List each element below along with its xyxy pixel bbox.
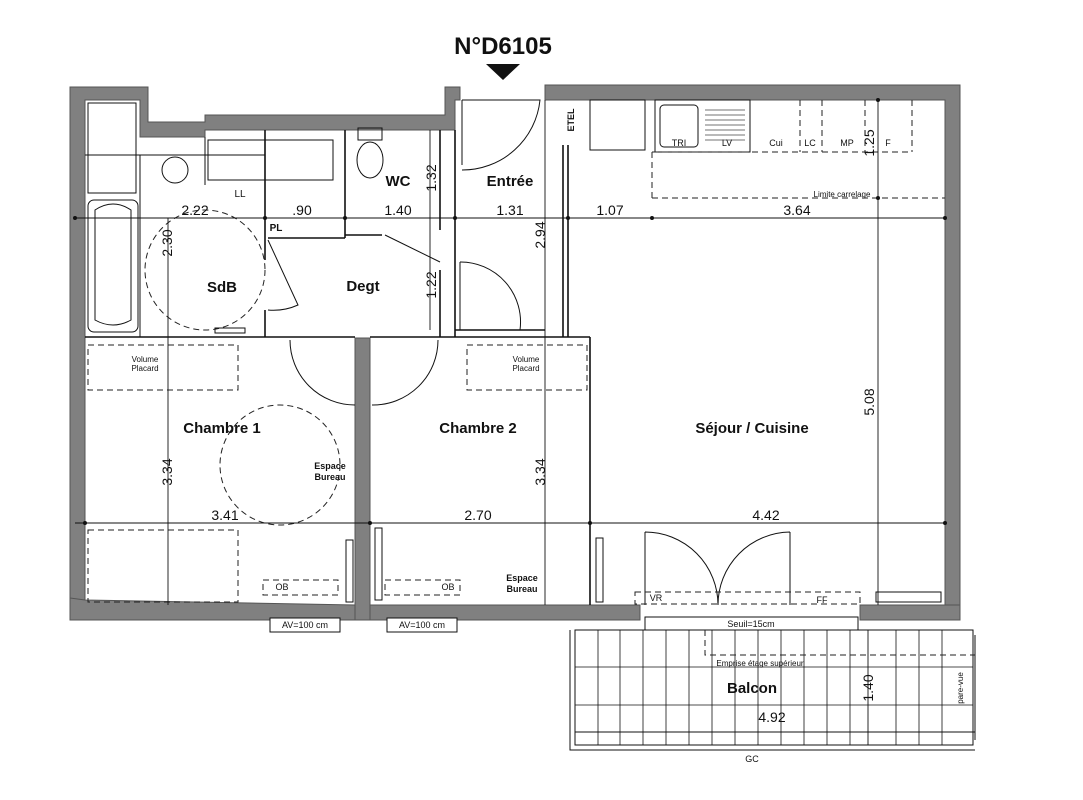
room-balcon: Balcon [727, 680, 777, 697]
exterior-walls [69, 84, 961, 621]
svg-text:1.40: 1.40 [860, 674, 876, 701]
svg-text:3.34: 3.34 [159, 458, 175, 485]
svg-text:2.94: 2.94 [532, 221, 548, 248]
svg-text:pare-vue: pare-vue [956, 672, 965, 704]
svg-text:GC: GC [745, 754, 759, 764]
svg-text:3.41: 3.41 [211, 507, 238, 523]
bathroom-fixtures [87, 102, 384, 526]
svg-text:ETEL: ETEL [566, 108, 576, 132]
svg-text:Espace: Espace [506, 573, 538, 583]
svg-text:VR: VR [650, 593, 663, 603]
svg-text:1.07: 1.07 [596, 202, 623, 218]
svg-text:1.32: 1.32 [423, 164, 439, 191]
room-entree: Entrée [487, 173, 534, 190]
dimension-lines [73, 98, 975, 745]
svg-text:MP: MP [840, 138, 854, 148]
svg-text:4.92: 4.92 [758, 709, 785, 725]
svg-text:3.34: 3.34 [532, 458, 548, 485]
dimension-labels: 2.22 .90 1.40 1.31 1.07 3.64 3.41 2.70 4… [159, 129, 877, 725]
svg-text:F: F [885, 138, 891, 148]
svg-text:LC: LC [804, 138, 816, 148]
annotation-labels: LL PL ETEL TRI LV Cui LC MP F Limite car… [131, 108, 965, 764]
seuil-label: Seuil=15cm [727, 619, 774, 629]
svg-text:Emprise étage supérieur: Emprise étage supérieur [716, 659, 803, 668]
svg-text:1.22: 1.22 [423, 271, 439, 298]
av-label-1: AV=100 cm [282, 620, 328, 630]
window-ch2 [386, 617, 458, 633]
room-chambre-2: Chambre 2 [439, 420, 517, 437]
svg-text:1.31: 1.31 [496, 202, 523, 218]
svg-text:3.64: 3.64 [783, 202, 810, 218]
svg-text:LL: LL [234, 189, 246, 200]
av-label-2: AV=100 cm [399, 620, 445, 630]
svg-text:.90: .90 [292, 202, 312, 218]
interior-partitions [85, 130, 591, 605]
svg-text:OB: OB [441, 582, 454, 592]
room-sdb: SdB [207, 279, 237, 296]
svg-text:TRI: TRI [672, 138, 687, 148]
svg-text:Cui: Cui [769, 138, 783, 148]
svg-text:OB: OB [275, 582, 288, 592]
svg-text:Volume: Volume [132, 355, 159, 364]
svg-text:Placard: Placard [512, 364, 539, 373]
closets [87, 344, 861, 605]
room-wc: WC [386, 173, 411, 190]
svg-text:4.42: 4.42 [752, 507, 779, 523]
svg-text:Bureau: Bureau [314, 472, 345, 482]
svg-text:Bureau: Bureau [506, 584, 537, 594]
svg-text:2.22: 2.22 [181, 202, 208, 218]
room-chambre-1: Chambre 1 [183, 420, 261, 437]
svg-text:2.70: 2.70 [464, 507, 491, 523]
svg-text:Volume: Volume [513, 355, 540, 364]
svg-text:Limite carrelage: Limite carrelage [814, 190, 871, 199]
svg-text:2.30: 2.30 [159, 229, 175, 256]
svg-text:5.08: 5.08 [861, 388, 877, 415]
svg-text:LV: LV [722, 138, 732, 148]
room-degt: Degt [346, 278, 379, 295]
svg-text:PL: PL [270, 223, 283, 234]
svg-text:1.25: 1.25 [861, 129, 877, 156]
svg-text:Espace: Espace [314, 461, 346, 471]
doors [267, 99, 791, 606]
svg-text:1.40: 1.40 [384, 202, 411, 218]
balcony [569, 629, 976, 751]
plan-title: N°D6105 [454, 33, 552, 60]
room-sejour-cuisine: Séjour / Cuisine [695, 420, 808, 437]
window-ch1 [269, 617, 341, 633]
svg-text:FF: FF [817, 595, 828, 605]
kitchen-fixtures [589, 99, 945, 603]
svg-text:Placard: Placard [131, 364, 158, 373]
entry-arrow-icon [486, 64, 520, 80]
